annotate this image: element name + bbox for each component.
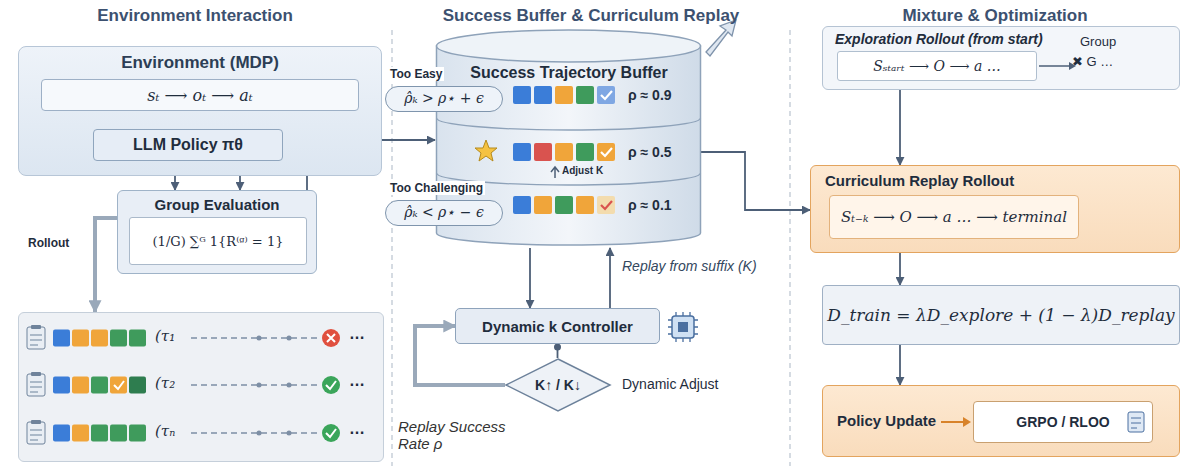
annotation-label: Adjust K	[562, 165, 603, 176]
node-text: Policy Update	[837, 412, 936, 429]
node-text: (τₙ	[155, 422, 175, 440]
document-icon	[1128, 412, 1144, 432]
node-text: Too Challenging	[388, 181, 485, 195]
process-box: Curriculum Replay RolloutSₜ₋ₖ ⟶ O ⟶ a … …	[810, 165, 1180, 253]
node-text: ρ̂ₖ < ρ⋆ − ϵ	[386, 204, 502, 220]
process-box: D_train = λD_explore + (1 − λ)D_replay	[822, 285, 1180, 345]
node-text: Group Evaluation	[118, 196, 316, 213]
node-text: D_train = λD_explore + (1 − λ)D_replay	[827, 305, 1174, 325]
node-text: sₜ ⟶ oₜ ⟶ aₜ	[147, 86, 252, 105]
node-text: ρ̂ₖ > ρ⋆ + ϵ	[386, 90, 502, 106]
connector-arrow	[899, 90, 901, 165]
annotation-label: Success Buffer & Curriculum Replay	[392, 6, 790, 26]
node-text: Sₜ₋ₖ ⟶ O ⟶ a … ⟶ terminal	[841, 208, 1067, 226]
node-text: Too Easy	[388, 67, 444, 81]
node-text: Dynamic k Controller	[482, 318, 633, 335]
node-text: …	[349, 372, 365, 390]
chip-icon	[668, 312, 698, 342]
connector-arrow	[95, 218, 117, 312]
connector-arrow	[899, 253, 901, 285]
node-text: Exploration Rollout (from start)	[835, 31, 1043, 47]
node-shape	[19, 313, 383, 461]
connector-arrow	[899, 345, 901, 385]
node-text: Success Trajectory Buffer	[435, 64, 703, 82]
node-text: Sₛₜₐᵣₜ ⟶ O ⟶ a …	[873, 58, 1001, 74]
connector-dot	[554, 344, 561, 351]
process-box: LLM Policy πθ	[93, 129, 283, 161]
node-text: (τ₁	[155, 327, 175, 345]
process-box: Group Evaluation (1/G) ∑ᴳ 1{R⁽ᵍ⁾ = 1}	[117, 190, 317, 274]
process-box: Too Challengingρ̂ₖ < ρ⋆ − ϵ	[385, 200, 503, 226]
process-box: Exploration Rollout (from start) Sₛₜₐᵣₜ ⟶…	[822, 26, 1180, 90]
process-box: Environment (MDP) sₜ ⟶ oₜ ⟶ aₜ LLM Policy …	[18, 46, 382, 176]
decision-diamond-outline	[506, 359, 610, 411]
process-box: (1/G) ∑ᴳ 1{R⁽ᵍ⁾ = 1}	[129, 217, 307, 265]
annotation-label: Mixture & Optimization	[792, 6, 1198, 26]
connector-arrow	[701, 152, 810, 210]
process-box: (τ₁ … (τ₂ … (τₙ …	[18, 312, 384, 462]
annotation-label: Group	[1080, 34, 1116, 49]
connector-arrow	[529, 248, 531, 308]
annotation-label: Dynamic Adjust	[622, 376, 718, 392]
annotation-label: ρ ≈ 0.5	[628, 144, 672, 160]
flow-arrow	[1039, 62, 1076, 70]
node-text: (τ₂	[155, 374, 175, 392]
node-text: Environment (MDP)	[19, 53, 381, 73]
annotation-label: ρ ≈ 0.9	[628, 87, 672, 103]
process-box: GRPO / RLOO	[973, 401, 1153, 443]
node-text: GRPO / RLOO	[1016, 414, 1109, 430]
node-text: …	[349, 325, 365, 343]
node-text: K↑ / K↓	[535, 377, 581, 393]
node-text: Curriculum Replay Rollout	[825, 172, 1014, 189]
process-box: Policy Update GRPO / RLOO	[822, 385, 1180, 457]
node-text: LLM Policy πθ	[133, 136, 243, 154]
node-text: (1/G) ∑ᴳ 1{R⁽ᵍ⁾ = 1}	[153, 234, 284, 249]
edge-label: Replay from suffix (K)	[620, 258, 759, 274]
process-box: sₜ ⟶ oₜ ⟶ aₜ	[41, 79, 359, 111]
annotation-label: ρ ≈ 0.1	[628, 197, 672, 213]
process-box: Sₜ₋ₖ ⟶ O ⟶ a … ⟶ terminal	[829, 195, 1079, 239]
node-text: …	[349, 420, 365, 438]
output-arrow	[706, 20, 736, 56]
update-arrow	[941, 417, 971, 427]
decision-diamond: K↑ / K↓	[505, 358, 611, 412]
annotation-label: Environment Interaction	[0, 6, 390, 26]
edge-label: Rollout	[26, 236, 71, 250]
process-box: Dynamic k Controller	[455, 308, 660, 344]
annotation-label: Replay Success Rate ρ	[398, 418, 516, 452]
process-box: Sₛₜₐᵣₜ ⟶ O ⟶ a …	[837, 51, 1037, 81]
connector-arrow	[609, 248, 611, 308]
trajectory-rows	[27, 325, 340, 444]
annotation-label: ✖ G …	[1072, 54, 1113, 69]
process-box: Too Easyρ̂ₖ > ρ⋆ + ϵ	[385, 86, 503, 112]
